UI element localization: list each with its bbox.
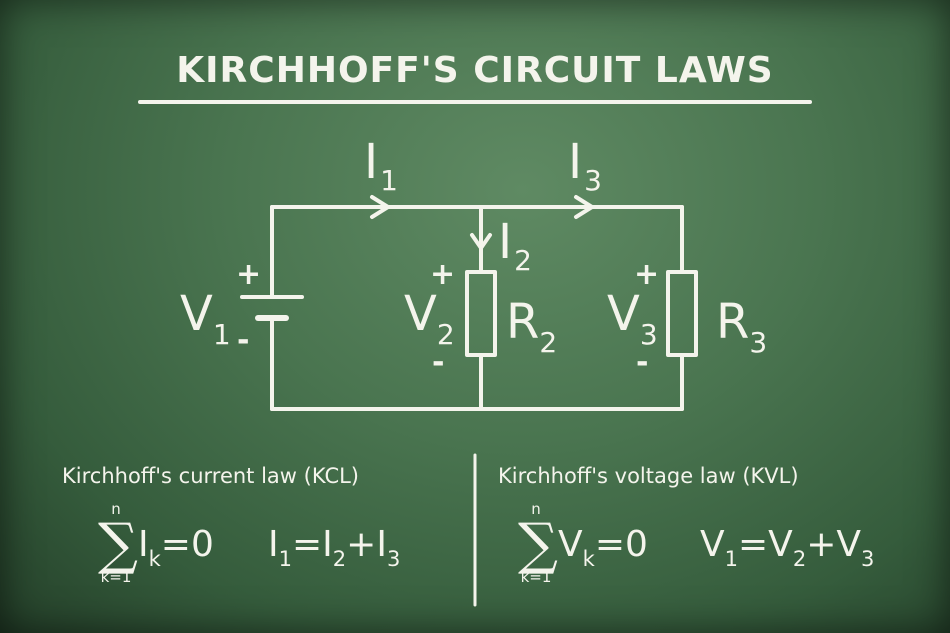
arrow-i3-icon <box>574 195 594 219</box>
label-v2: V2 <box>404 286 455 351</box>
kvl-heading: Kirchhoff's voltage law (KVL) <box>498 464 799 488</box>
label-i2: I2 <box>498 214 532 277</box>
page-title: KIRCHHOFF'S CIRCUIT LAWS <box>176 50 773 91</box>
v1-minus-sign: - <box>237 323 249 358</box>
kvl-section: Kirchhoff's voltage law (KVL) ∑ n k=1 Vk… <box>498 464 874 586</box>
kvl-lower-limit: k=1 <box>521 568 552 586</box>
label-r3: R3 <box>716 294 767 359</box>
label-r2: R2 <box>506 294 557 359</box>
kvl-equation: V1=V2+V3 <box>700 524 874 571</box>
kvl-sum-expression: Vk=0 <box>558 524 648 571</box>
kvl-upper-limit: n <box>531 500 541 518</box>
circuit-wires <box>270 205 684 411</box>
resistor-r3 <box>666 270 698 357</box>
kcl-upper-limit: n <box>111 500 121 518</box>
battery-symbol <box>240 295 304 321</box>
resistor-r2 <box>465 270 497 357</box>
kcl-equation: I1=I2+I3 <box>268 524 400 571</box>
v3-minus-sign: - <box>636 345 648 380</box>
arrow-i2-icon <box>470 233 492 250</box>
v2-minus-sign: - <box>432 345 444 380</box>
v2-plus-sign: + <box>430 257 455 292</box>
label-i3: I3 <box>568 134 602 197</box>
kcl-heading: Kirchhoff's current law (KCL) <box>62 464 359 488</box>
kcl-section: Kirchhoff's current law (KCL) ∑ n k=1 Ik… <box>62 464 400 586</box>
v3-plus-sign: + <box>634 257 659 292</box>
kcl-lower-limit: k=1 <box>101 568 132 586</box>
label-v3: V3 <box>607 286 658 351</box>
label-v1: V1 <box>180 286 231 351</box>
arrow-i1-icon <box>370 195 390 219</box>
label-i1: I1 <box>364 134 398 197</box>
v1-plus-sign: + <box>236 257 261 292</box>
kcl-sum-expression: Ik=0 <box>138 524 214 571</box>
kvl-sigma: ∑ <box>518 512 558 577</box>
kcl-sigma: ∑ <box>98 512 138 577</box>
